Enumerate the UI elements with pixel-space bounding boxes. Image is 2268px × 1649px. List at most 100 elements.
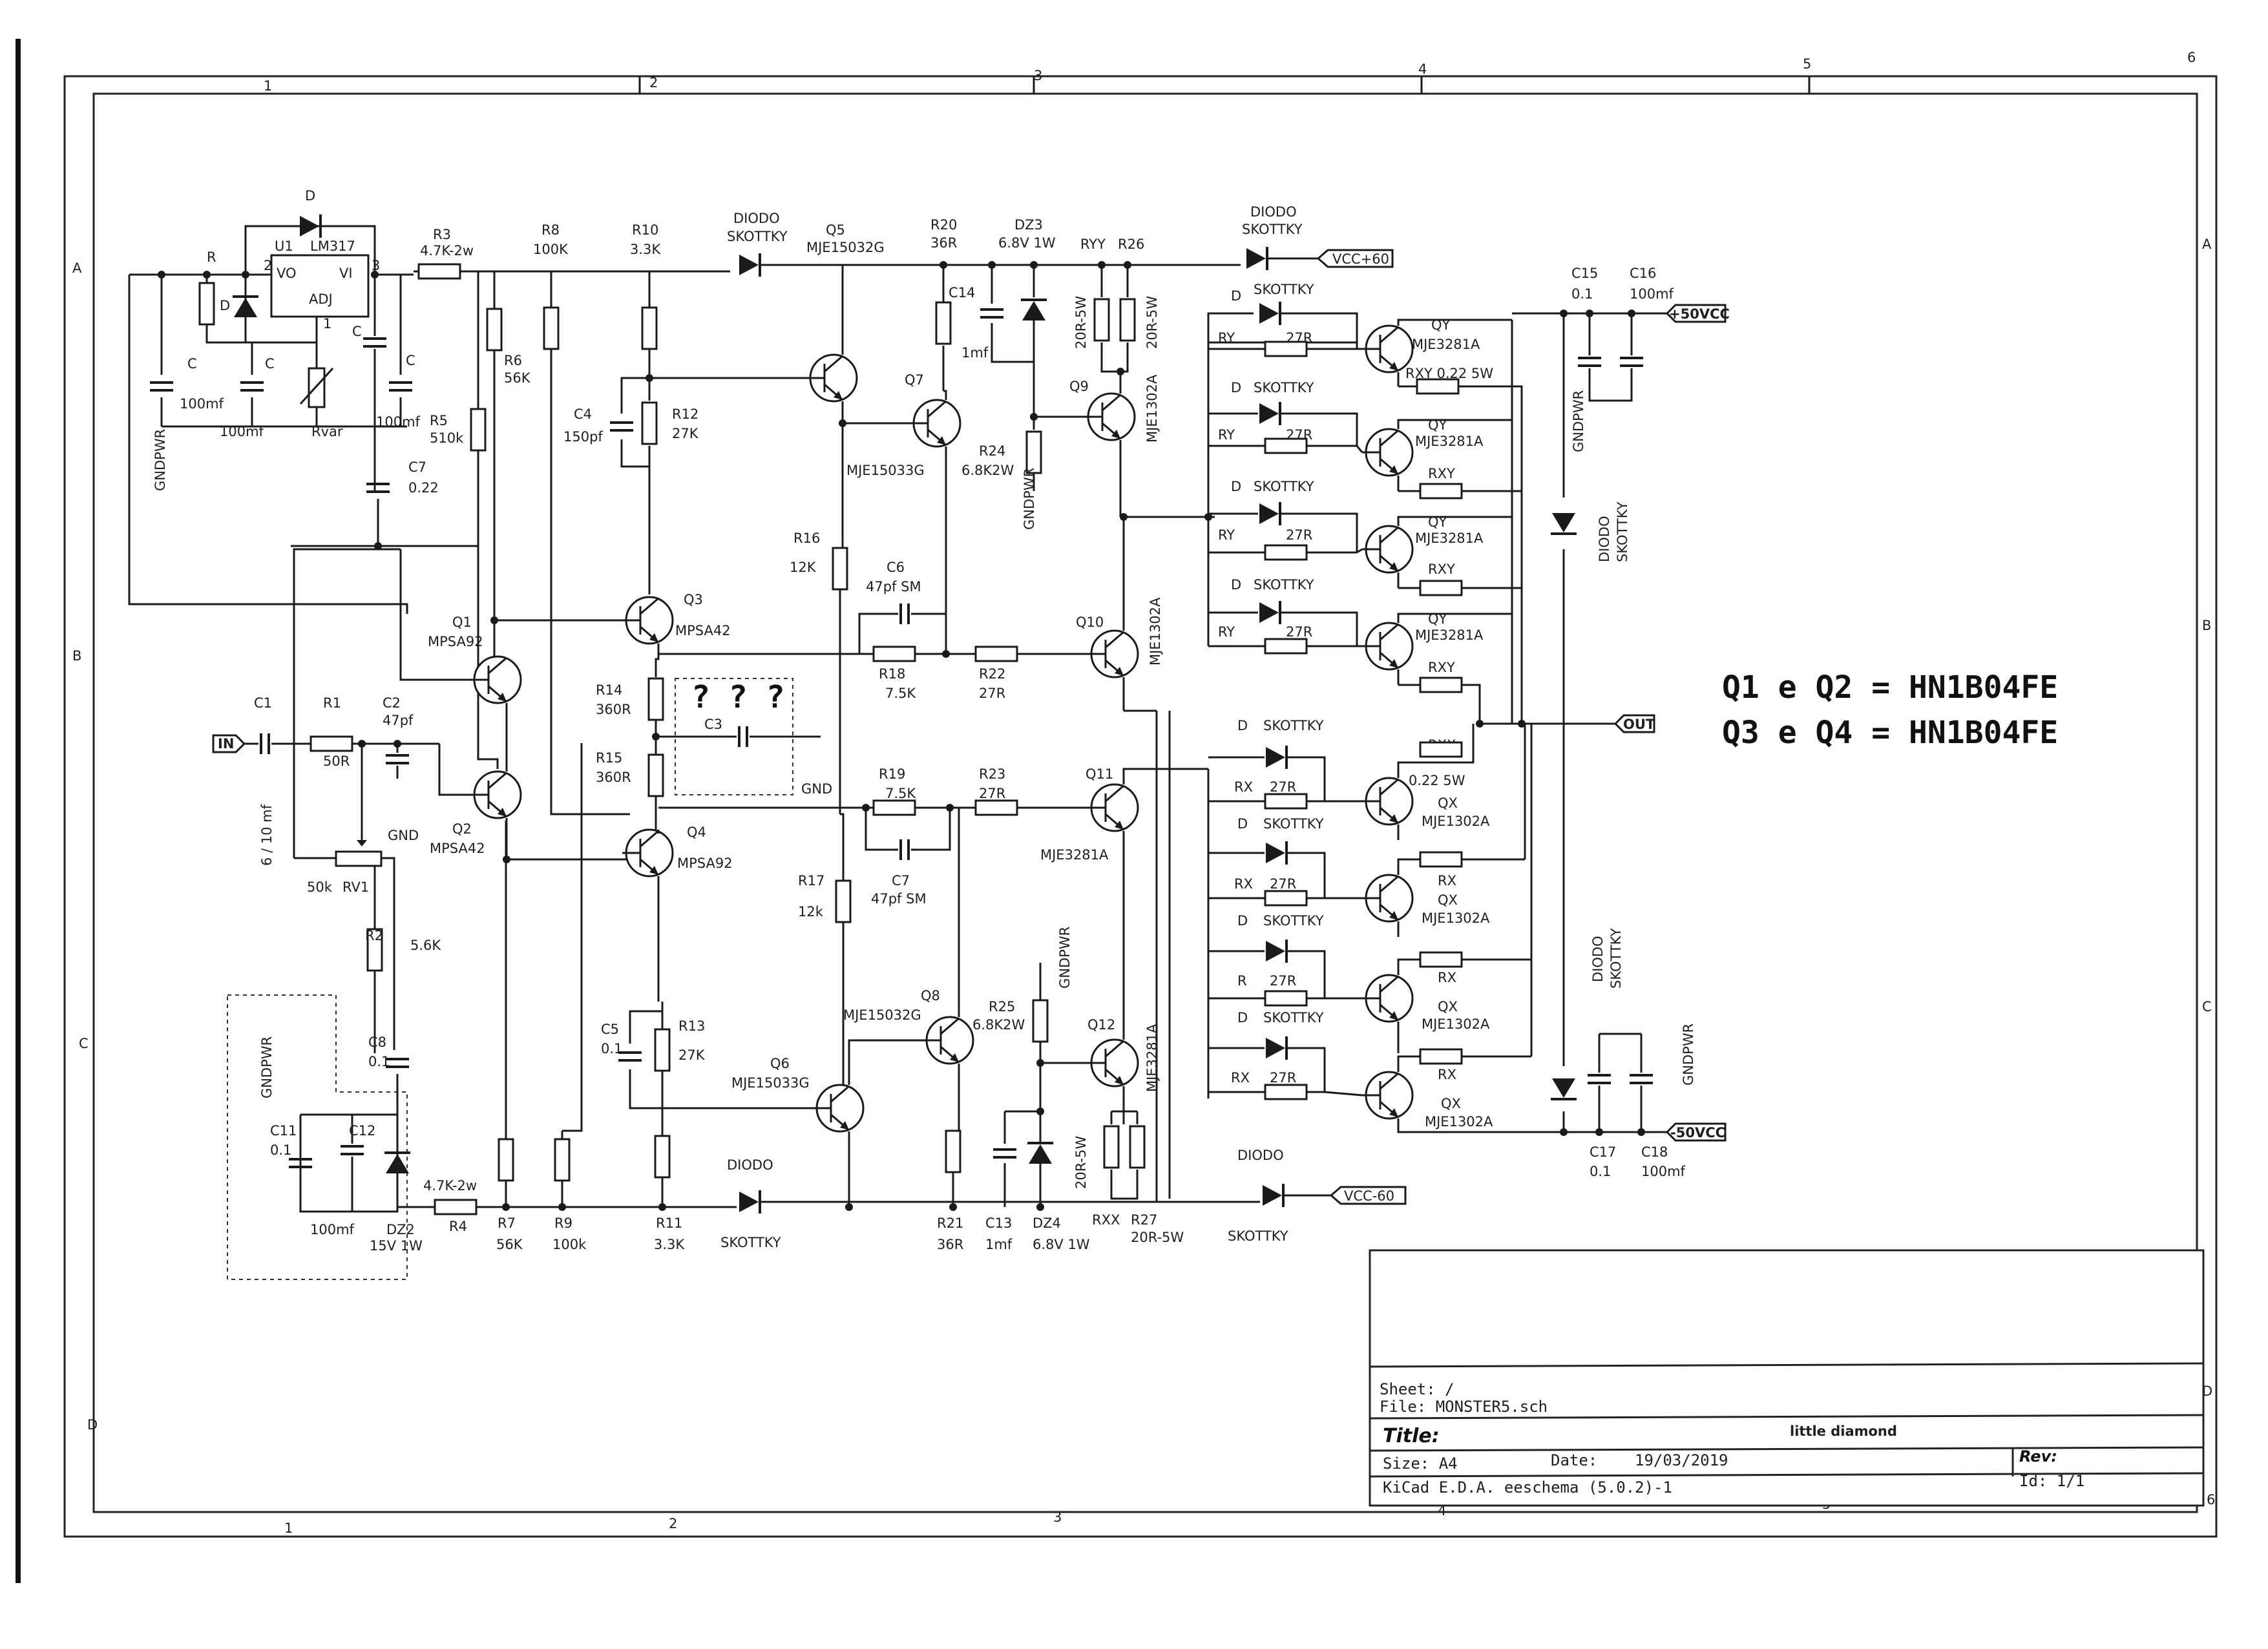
r22-value: 27R	[979, 686, 1005, 701]
diodo-label: DIODO	[727, 1157, 773, 1173]
neg50-port[interactable]	[1665, 1122, 1727, 1142]
r16-value: 12K	[790, 560, 817, 575]
rxy-label: RXY 0.22 5W	[1405, 366, 1493, 381]
qx-value: MJE1302A	[1422, 1016, 1490, 1032]
ry-ref: RY	[1218, 330, 1235, 346]
dz3-ref: DZ3	[1014, 217, 1043, 233]
u1-value: LM317	[310, 238, 355, 254]
skottky-label: SKOTTKY	[1242, 222, 1303, 237]
cap-value: 100mf	[220, 424, 264, 439]
c11-ref: C11	[270, 1123, 297, 1139]
pos50-port[interactable]	[1665, 304, 1727, 323]
q4-ref: Q4	[687, 824, 706, 840]
row-label: D	[2202, 1383, 2212, 1399]
c5-ref: C5	[601, 1022, 619, 1037]
output-stage: D SKOTTKY RY 27R QY MJE3281A RXY 0.22 5W…	[1170, 266, 1730, 1179]
in-port-label: IN	[218, 736, 234, 751]
pin-number: 1	[323, 316, 331, 331]
dz2-ref: DZ2	[386, 1222, 415, 1237]
d-ref: D	[1237, 913, 1248, 929]
q8-value: MJE15032G	[843, 1007, 921, 1023]
q10-ref: Q10	[1076, 614, 1104, 630]
d-ref: D	[1231, 577, 1241, 593]
vcc-pos60-port[interactable]	[1316, 249, 1394, 268]
gndpwr-symbol: GNDPWR	[1057, 927, 1073, 989]
r11-ref: R11	[656, 1215, 682, 1231]
ry-ref: RY	[1218, 624, 1235, 640]
col-label: 1	[264, 78, 272, 94]
r14-value: 360R	[596, 702, 631, 717]
c18-ref: C18	[1641, 1144, 1668, 1160]
r-value: 27R	[1270, 779, 1296, 795]
vcc-neg60-port[interactable]	[1329, 1186, 1407, 1205]
c4-ref: C4	[574, 406, 592, 422]
q9-value: MJE1302A	[1144, 374, 1160, 443]
gnd-label: GND	[388, 828, 419, 843]
row-label: A	[72, 260, 82, 276]
r6-ref: R6	[504, 353, 522, 368]
r1-ref: R1	[323, 695, 341, 711]
rx-ref: RX	[1234, 876, 1253, 892]
r-value: 27R	[1270, 876, 1296, 892]
skottky-label: SKOTTKY	[1263, 718, 1324, 733]
title-label: Title:	[1383, 1425, 1440, 1447]
row-label: B	[72, 648, 81, 664]
rev-label: Rev:	[2019, 1447, 2057, 1465]
r3-value: 4.7K-2w	[420, 243, 474, 258]
out-port[interactable]	[1613, 714, 1655, 733]
dz4-value: 6.8V 1W	[1033, 1237, 1090, 1252]
c6-value: 47pf SM	[866, 579, 921, 594]
r20-value: 36R	[930, 235, 957, 251]
q3-value: MPSA42	[675, 623, 731, 638]
q5-ref: Q5	[826, 222, 845, 238]
q5-value: MJE15032G	[806, 240, 885, 255]
qx-value: MJE1302A	[1422, 814, 1490, 829]
c13-value: 1mf	[985, 1237, 1013, 1252]
diodo-label: DIODO	[1597, 516, 1612, 562]
qx-ref: QX	[1438, 795, 1458, 811]
q11-value: MJE3281A	[1040, 847, 1109, 863]
r9-value: 100k	[552, 1237, 587, 1252]
gndpwr-symbol: GNDPWR	[152, 429, 168, 491]
ry-ref: RY	[1218, 527, 1235, 543]
r20-ref: R20	[930, 217, 957, 233]
r1-value: 50R	[323, 753, 350, 769]
r-value: 27R	[1270, 1070, 1296, 1086]
title-block: Sheet: / File: MONSTER5.sch Title: littl…	[1369, 1249, 2205, 1507]
r18-value: 7.5K	[885, 686, 916, 701]
note-q3-q4: Q3 e Q4 = HN1B04FE	[1722, 715, 2058, 751]
diodo-label: DIODO	[1590, 936, 1606, 982]
r27-ref: R27	[1131, 1212, 1157, 1228]
q1-value: MPSA92	[428, 634, 483, 649]
r25-ref: R25	[989, 999, 1015, 1014]
c15-value: 0.1	[1571, 286, 1593, 302]
qy-ref: QY	[1428, 514, 1447, 530]
qx-value: MJE1302A	[1425, 1114, 1493, 1129]
q11-ref: Q11	[1086, 766, 1113, 782]
rv1-value: 50k	[307, 879, 333, 895]
outer-frame	[63, 75, 2218, 1538]
c12-ref: C12	[349, 1123, 375, 1139]
skottky-label: SKOTTKY	[1254, 479, 1314, 494]
pin-label-adj: ADJ	[309, 291, 333, 307]
in-port[interactable]	[212, 734, 246, 753]
regulator-block: VO VI ADJ U1 LM317 2 3 1 D R D C C 100mf…	[128, 188, 479, 614]
diodo-label: DIODO	[1250, 204, 1297, 220]
rx-ref: RX	[1231, 1070, 1250, 1086]
r4-value: 4.7K-2w	[423, 1178, 477, 1193]
sheet-label: Sheet: /	[1380, 1380, 1454, 1398]
r-value: 27R	[1286, 527, 1312, 543]
qx-ref: QX	[1438, 892, 1458, 908]
q10-value: MJE1302A	[1148, 597, 1163, 666]
skottky-label: SKOTTKY	[1263, 913, 1324, 929]
r19-ref: R19	[879, 766, 905, 782]
c7-value: 0.22	[408, 480, 439, 496]
c4-value: 150pf	[563, 429, 603, 445]
c13-ref: C13	[985, 1215, 1012, 1231]
r15-value: 360R	[596, 770, 631, 785]
skottky-label: SKOTTKY	[1263, 1010, 1324, 1025]
r24-ref: R24	[979, 443, 1005, 459]
rv1-ref: RV1	[342, 879, 369, 895]
r10-ref: R10	[632, 222, 658, 238]
cap-ref: C	[265, 356, 275, 372]
